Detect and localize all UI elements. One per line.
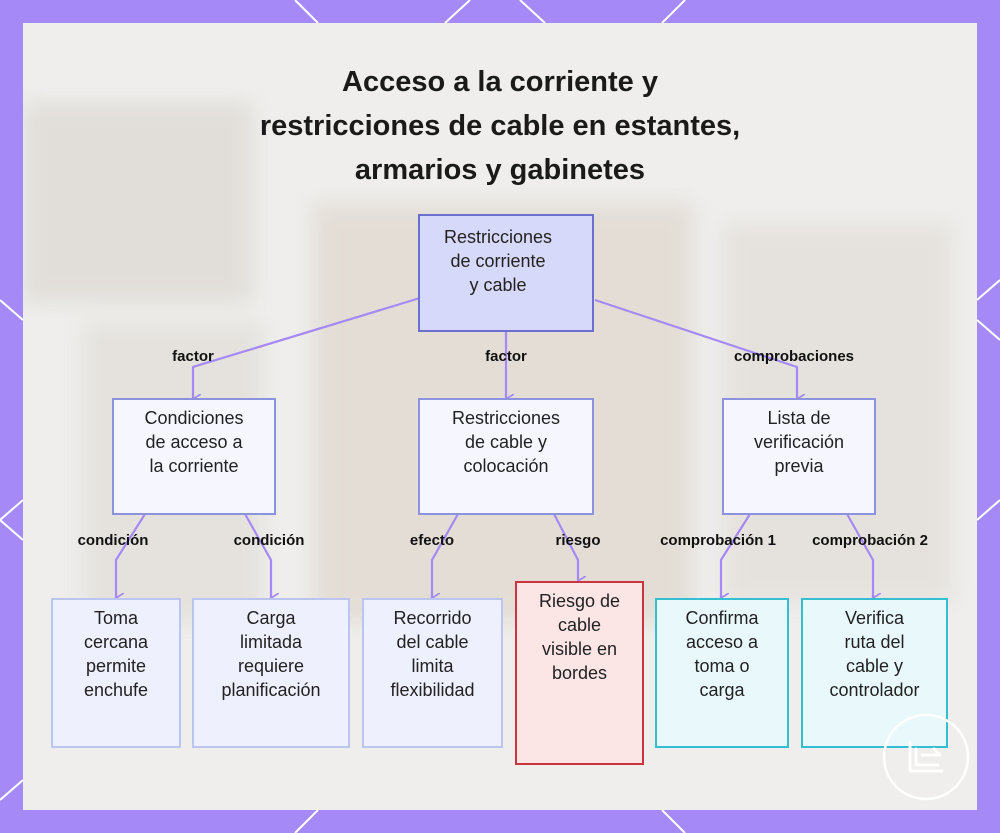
edge-root-power	[193, 296, 421, 399]
node-verify: Verifica ruta del cable y controlador	[801, 598, 948, 748]
edge-label-condition-1: condición	[77, 532, 149, 549]
node-cable-placement: Restricciones de cable y colocación	[418, 398, 594, 515]
title-line-2: restricciones de cable en estantes,	[259, 110, 741, 142]
edge-power-load	[244, 513, 271, 598]
edge-label-factor-left: factor	[172, 348, 214, 365]
title-line-1: Acceso a la corriente y	[342, 66, 658, 98]
node-confirm: Confirma acceso a toma o carga	[655, 598, 789, 748]
brand-logo-icon	[882, 713, 970, 801]
node-power-access: Condiciones de acceso a la corriente	[112, 398, 276, 515]
edge-label-effect: efecto	[409, 532, 455, 549]
edge-checklist-verify	[846, 513, 873, 598]
edge-label-checks: comprobaciones	[733, 348, 855, 365]
node-risk: Riesgo de cable visible en bordes	[515, 581, 644, 765]
node-route: Recorrido del cable limita flexibilidad	[362, 598, 503, 748]
edge-power-outlet	[116, 513, 146, 598]
diagram-title: Acceso a la corriente y restricciones de…	[0, 60, 1000, 192]
edge-label-condition-2: condición	[233, 532, 305, 549]
edge-label-check-2: comprobación 2	[812, 532, 928, 549]
edge-label-factor-center: factor	[485, 348, 527, 365]
edge-label-check-1: comprobación 1	[660, 532, 776, 549]
node-root: Restricciones de corriente y cable	[418, 214, 594, 332]
edge-cable-risk	[553, 513, 578, 581]
node-load: Carga limitada requiere planificación	[192, 598, 350, 748]
title-line-3: armarios y gabinetes	[354, 154, 646, 186]
edge-cable-route	[432, 513, 459, 598]
edge-label-risk: riesgo	[555, 532, 601, 549]
edge-checklist-confirm	[721, 513, 751, 598]
edge-root-checklist	[594, 298, 797, 399]
node-outlet: Toma cercana permite enchufe	[51, 598, 181, 748]
node-checklist: Lista de verificación previa	[722, 398, 876, 515]
